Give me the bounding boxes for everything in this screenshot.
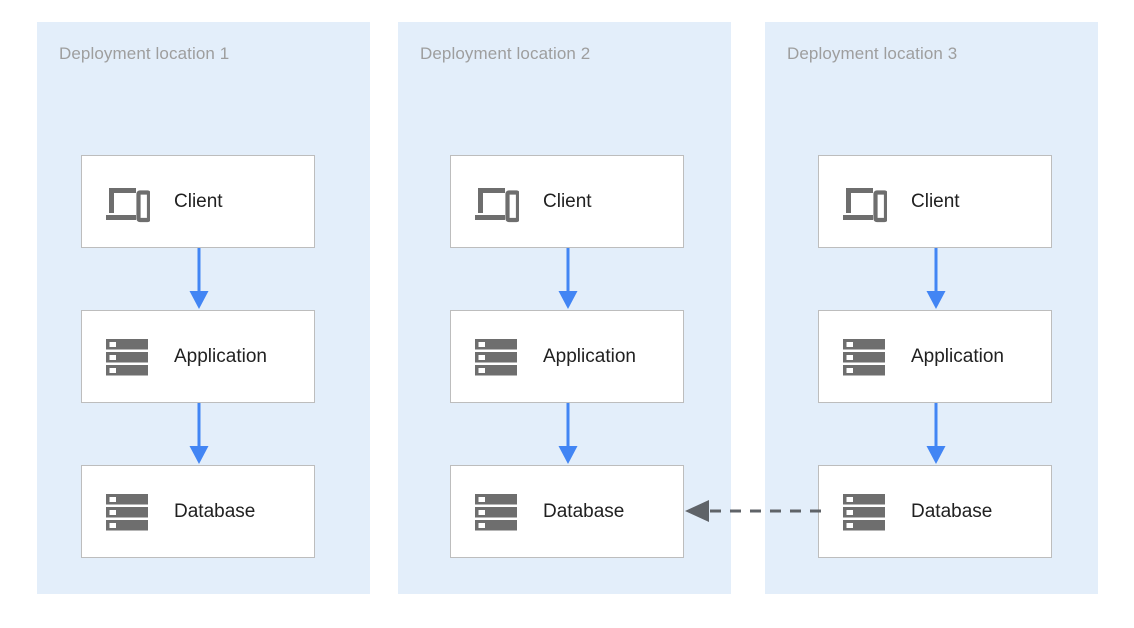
node-label-application-1: Application [174,345,267,367]
connector-client-1-to-application-1 [189,248,209,309]
connector-application-2-to-database-2 [558,403,578,464]
devices-icon [841,179,889,225]
node-application-1[interactable]: Application [81,310,315,403]
server-icon [104,334,150,380]
node-database-3[interactable]: Database [818,465,1052,558]
panel-title-2: Deployment location 2 [420,44,591,63]
server-icon [104,489,150,535]
node-label-database-1: Database [174,500,256,522]
server-icon [473,334,519,380]
devices-icon [104,179,152,225]
node-label-application-2: Application [543,345,636,367]
node-label-database-2: Database [543,500,625,522]
server-icon [841,334,887,380]
node-label-database-3: Database [911,500,993,522]
connector-application-1-to-database-1 [189,403,209,464]
node-client-2[interactable]: Client [450,155,684,248]
connector-client-2-to-application-2 [558,248,578,309]
node-application-2[interactable]: Application [450,310,684,403]
node-client-1[interactable]: Client [81,155,315,248]
node-client-3[interactable]: Client [818,155,1052,248]
connector-application-3-to-database-3 [926,403,946,464]
panel-title-3: Deployment location 3 [787,44,958,63]
node-database-2[interactable]: Database [450,465,684,558]
node-database-1[interactable]: Database [81,465,315,558]
server-icon [473,489,519,535]
panel-title-1: Deployment location 1 [59,44,230,63]
node-label-client-1: Client [174,190,223,212]
connector-database-3-to-database-2-replication [685,500,821,522]
connector-client-3-to-application-3 [926,248,946,309]
server-icon [841,489,887,535]
node-label-application-3: Application [911,345,1004,367]
node-label-client-3: Client [911,190,960,212]
node-application-3[interactable]: Application [818,310,1052,403]
node-label-client-2: Client [543,190,592,212]
devices-icon [473,179,521,225]
